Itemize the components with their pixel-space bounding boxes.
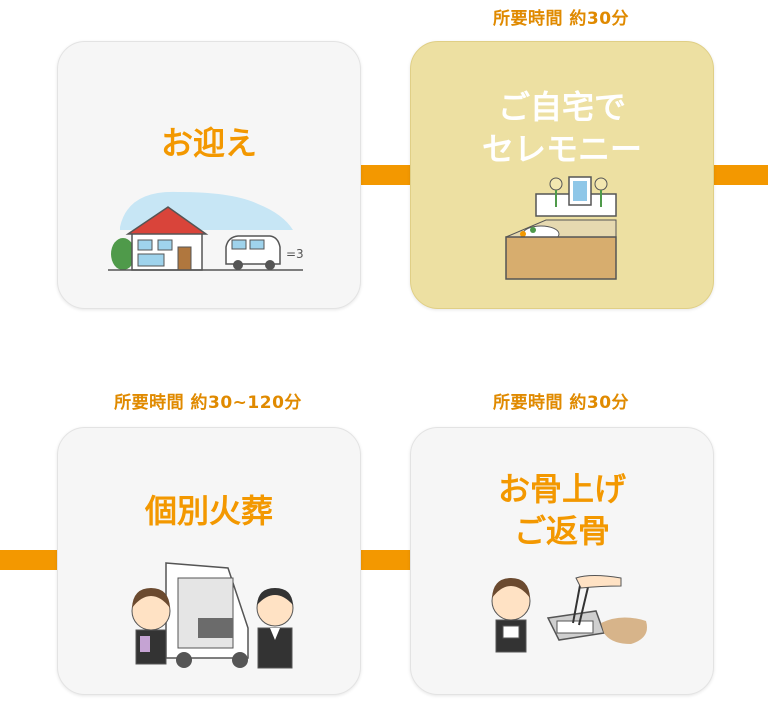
svg-text:=3: =3 — [286, 247, 304, 261]
step-title-line: セレモニー — [481, 130, 642, 168]
step-card-home-ceremony: ご自宅で セレモニー — [410, 41, 714, 309]
home-altar-illustration — [505, 176, 617, 280]
connector-line — [358, 550, 412, 570]
step-title-line: ご返骨 — [513, 512, 610, 550]
house-van-illustration: =3 — [108, 191, 304, 271]
step-title: 個別火葬 — [144, 492, 273, 530]
duration-label: 所要時間 約30~120分 — [114, 393, 302, 413]
step-title-line: ご自宅で — [497, 88, 626, 126]
step-card-cremation: 個別火葬 — [57, 427, 361, 695]
step-title: お迎え — [160, 124, 257, 162]
step-title: ご自宅で セレモニー — [411, 86, 713, 170]
cremation-van-illustration — [131, 562, 294, 669]
duration-label: 所要時間 約30分 — [492, 393, 630, 413]
bone-collection-illustration — [491, 575, 647, 653]
step-card-bone-collection: お骨上げ ご返骨 — [410, 427, 714, 695]
step-title: お骨上げ ご返骨 — [411, 468, 713, 552]
connector-line — [710, 165, 768, 185]
connector-line — [0, 550, 58, 570]
duration-label: 所要時間 約30分 — [492, 9, 630, 29]
step-title-line: お骨上げ — [497, 470, 626, 508]
connector-line — [358, 165, 412, 185]
step-card-pickup: お迎え =3 — [57, 41, 361, 309]
